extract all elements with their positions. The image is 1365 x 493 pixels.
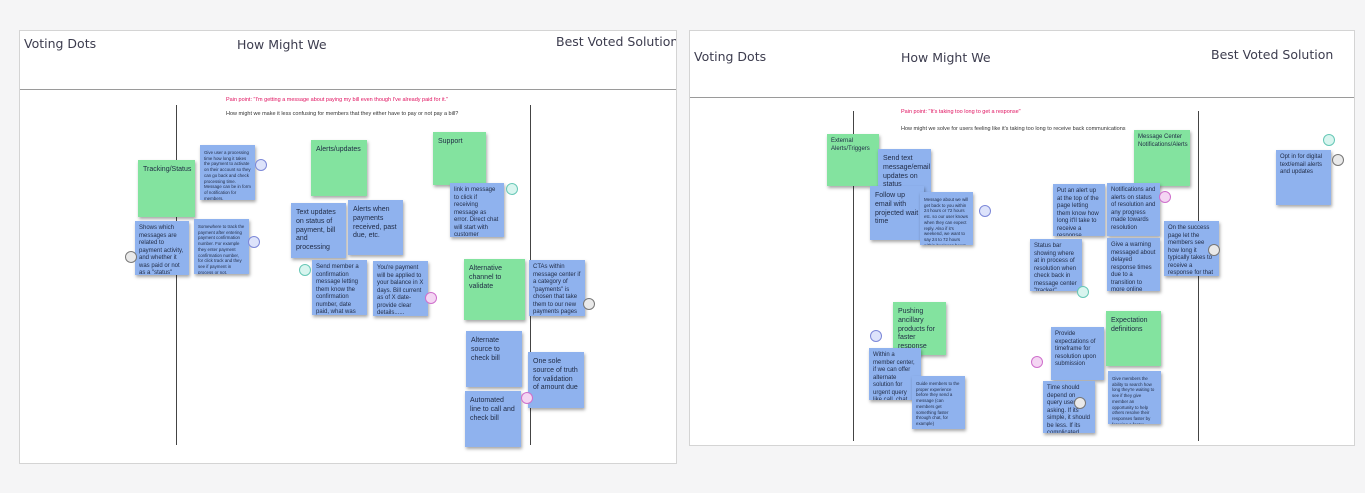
sticky-note-alerts-payments[interactable]: Alerts when payments received, past due,… [348, 200, 403, 255]
sticky-note-put-alert[interactable]: Put an alert up at the top of the page l… [1053, 184, 1105, 236]
affinity-board-bill-payment: Voting Dots How Might We Best Voted Solu… [19, 30, 677, 464]
voting-dot[interactable] [125, 251, 137, 263]
affinity-board-response-time: Voting Dots How Might We Best Voted Solu… [689, 30, 1355, 446]
sticky-note-shows-messages[interactable]: Shows which messages are related to paym… [135, 221, 189, 275]
voting-dot[interactable] [583, 298, 595, 310]
voting-dot[interactable] [979, 205, 991, 217]
voting-dot[interactable] [255, 159, 267, 171]
voting-dot[interactable] [870, 330, 882, 342]
voting-dot[interactable] [1077, 286, 1089, 298]
sticky-note-status-bar[interactable]: Status bar showing where at in process o… [1030, 239, 1082, 291]
sticky-note-tracking-status[interactable]: Tracking/Status [138, 160, 195, 217]
voting-dot[interactable] [521, 392, 533, 404]
voting-dot[interactable] [425, 292, 437, 304]
voting-dot[interactable] [1208, 244, 1220, 256]
best-voted-solution-header: Best Voted Solution [556, 34, 677, 49]
sticky-note-confirmation-message[interactable]: Send member a confirmation message letti… [312, 260, 367, 315]
voting-dot[interactable] [1323, 134, 1335, 146]
pain-point-text: Pain point: "It's taking too long to get… [901, 109, 1021, 115]
sticky-note-processing-time[interactable]: Give user a processing time how long it … [200, 145, 255, 200]
sticky-note-link-in-message[interactable]: link in message to click if receiving me… [450, 183, 504, 237]
sticky-note-alternate-source[interactable]: Alternate source to check bill [466, 331, 522, 387]
sticky-note-opt-in[interactable]: Opt in for digital text/email alerts and… [1276, 150, 1331, 205]
board-header [20, 31, 676, 90]
sticky-note-external-alerts[interactable]: External Alerts/Triggers [827, 134, 879, 186]
column-divider [853, 111, 854, 441]
sticky-note-notifications[interactable]: Notifications and alerts on status of re… [1107, 183, 1160, 236]
sticky-note-give-warning[interactable]: Give a warning messaged about delayed re… [1107, 238, 1160, 291]
sticky-note-expectation-definitions[interactable]: Expectation definitions [1106, 311, 1161, 366]
sticky-note-one-sole-source[interactable]: One sole source of truth for validation … [528, 352, 584, 408]
sticky-note-support[interactable]: Support [433, 132, 486, 185]
sticky-note-alerts-updates[interactable]: Alerts/updates [311, 140, 367, 196]
voting-dot[interactable] [248, 236, 260, 248]
voting-dots-header: Voting Dots [24, 36, 97, 51]
how-might-we-header: How Might We [237, 37, 327, 52]
sticky-note-give-members[interactable]: Give members the ability to search how l… [1108, 371, 1161, 424]
sticky-note-ctas[interactable]: CTAs within message center if a category… [529, 260, 585, 316]
best-voted-solution-header: Best Voted Solution [1211, 47, 1334, 62]
sticky-note-time-should-depend[interactable]: Time should depend on query user is aski… [1043, 381, 1095, 433]
voting-dots-header: Voting Dots [694, 49, 767, 64]
column-divider [1198, 111, 1199, 441]
voting-dot[interactable] [506, 183, 518, 195]
voting-dot[interactable] [1332, 154, 1344, 166]
hmw-question-text: How might we make it less confusing for … [226, 111, 459, 117]
sticky-note-pushing-ancillary[interactable]: Pushing ancillary products for faster re… [893, 302, 946, 355]
sticky-note-follow-up-email[interactable]: Follow up email with projected wait time [870, 186, 924, 240]
sticky-note-guide-members[interactable]: Guide members to the proper experience b… [912, 376, 965, 429]
sticky-note-track-payment[interactable]: Somewhere to track the payment after ent… [194, 219, 249, 274]
voting-dot[interactable] [299, 264, 311, 276]
hmw-question-text: How might we solve for users feeling lik… [901, 126, 1126, 132]
voting-dot[interactable] [1074, 397, 1086, 409]
sticky-note-alternative-channel[interactable]: Alternative channel to validate [464, 259, 525, 320]
sticky-note-provide-expectations[interactable]: Provide expectations of timeframe for re… [1051, 327, 1104, 380]
how-might-we-header: How Might We [901, 50, 991, 65]
voting-dot[interactable] [1159, 191, 1171, 203]
sticky-note-text-updates[interactable]: Text updates on status of payment, bill … [291, 203, 346, 258]
sticky-note-message-about[interactable]: Message about we will get back to you wi… [920, 192, 973, 245]
voting-dot[interactable] [1031, 356, 1043, 368]
sticky-note-on-success[interactable]: On the success page let the members see … [1164, 221, 1219, 276]
column-divider [176, 105, 177, 445]
pain-point-text: Pain point: "I'm getting a message about… [226, 97, 449, 103]
sticky-note-payment-applied[interactable]: You're payment will be applied to your b… [373, 261, 428, 316]
board-header [690, 31, 1354, 98]
sticky-note-automated-line[interactable]: Automated line to call and check bill [465, 391, 521, 447]
sticky-note-message-center[interactable]: Message Center Notifications/Alerts [1134, 130, 1190, 186]
